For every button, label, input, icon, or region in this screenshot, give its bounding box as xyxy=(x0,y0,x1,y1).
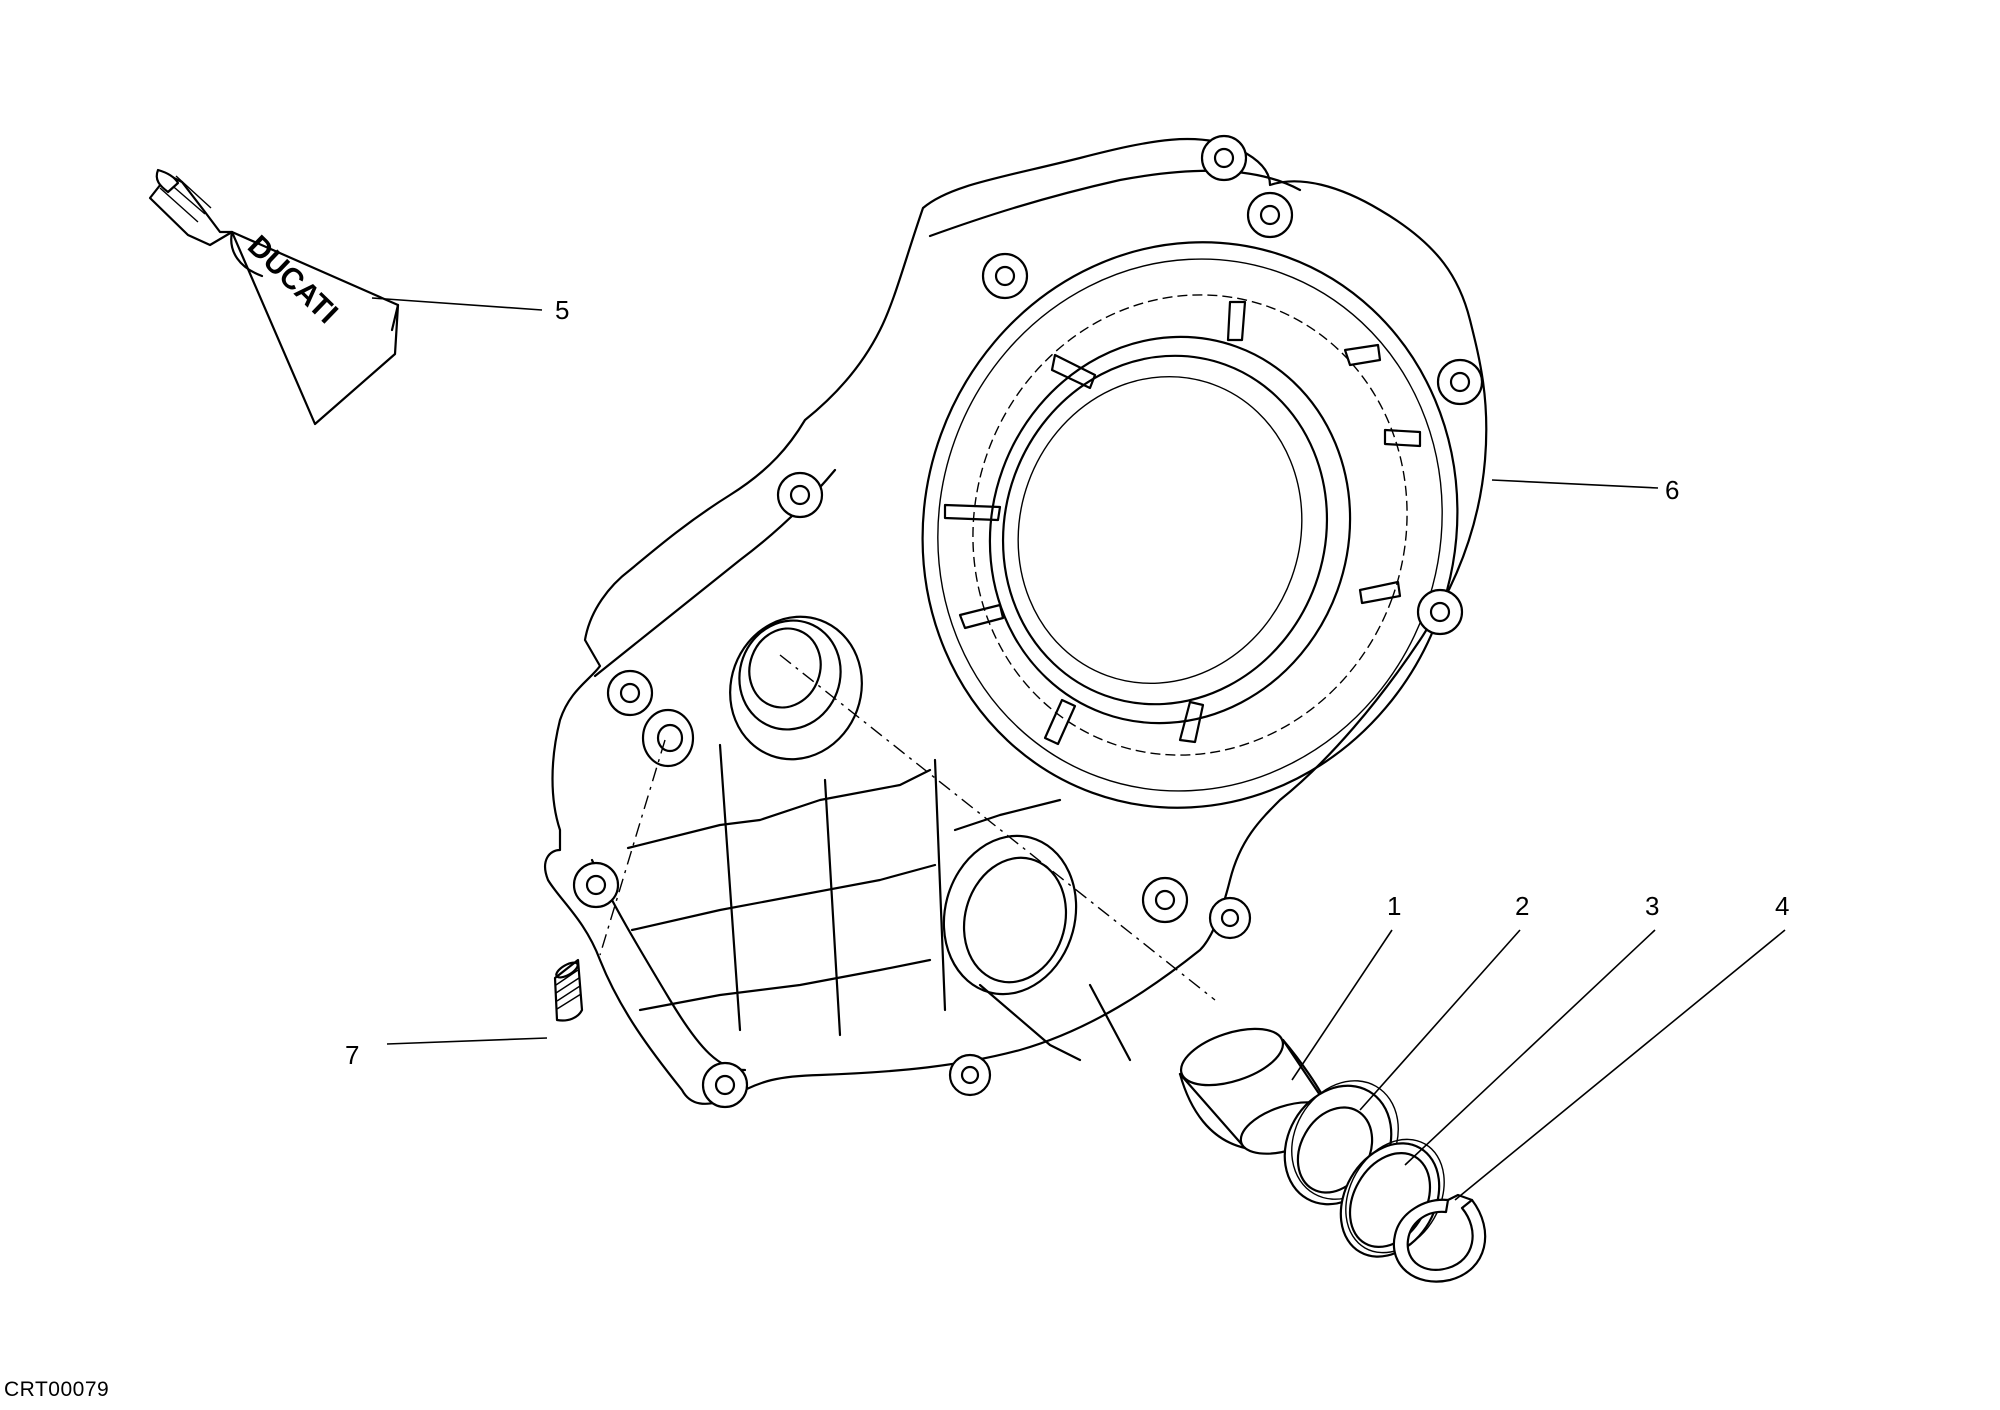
leader-lines xyxy=(371,297,1786,1201)
callout-3: 3 xyxy=(1645,891,1660,921)
circlip xyxy=(1392,1193,1487,1283)
sealant-tube: DUCATI xyxy=(148,168,400,426)
callout-5: 5 xyxy=(555,295,570,325)
clutch-cover xyxy=(543,134,1488,1109)
callout-6: 6 xyxy=(1665,475,1680,505)
grub-screw xyxy=(553,958,584,1022)
callout-2: 2 xyxy=(1515,891,1530,921)
callout-7: 7 xyxy=(345,1040,360,1070)
callout-4: 4 xyxy=(1775,891,1790,921)
cover-bolt-bosses xyxy=(572,134,1484,1109)
callout-1: 1 xyxy=(1387,891,1402,921)
drawing-code: CRT00079 xyxy=(4,1378,110,1401)
